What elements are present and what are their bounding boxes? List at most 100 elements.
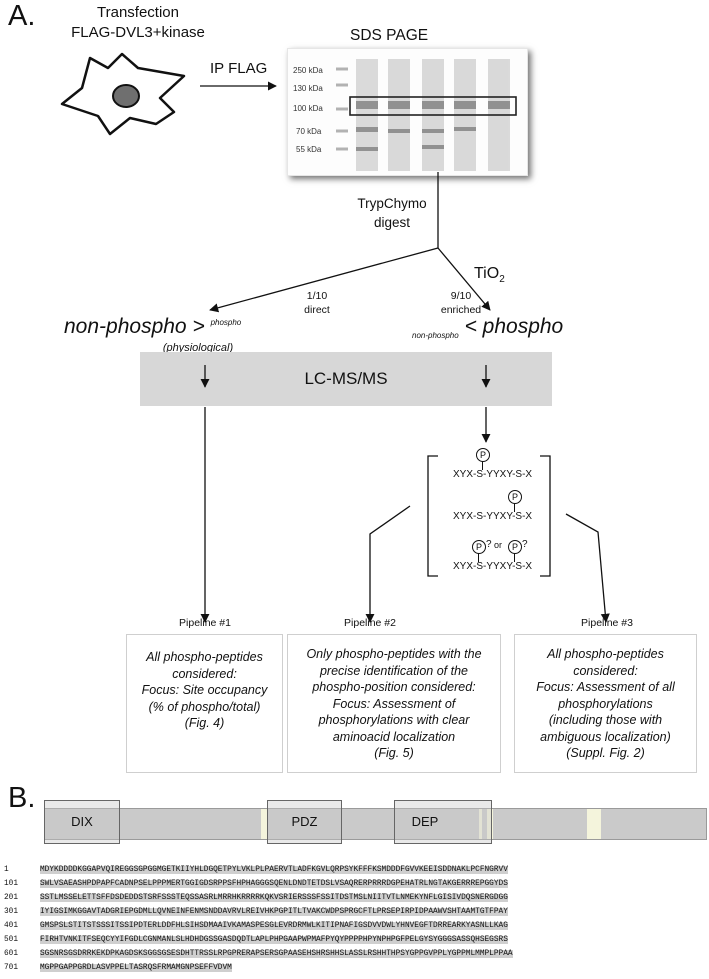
phospho-marker: P <box>508 490 522 504</box>
sequence-row-residues: FIRHTVNKITFSEQCYYIFGDLCGNMANLSLHDHDGSSGA… <box>40 936 508 944</box>
sequence-row-number: 1 <box>4 866 9 874</box>
ambiguous-question: ? <box>522 539 528 550</box>
peptide-sequence: XYX-S-YYXY-S-X <box>453 511 533 522</box>
marker-70: 70 kDa <box>296 127 322 136</box>
sequence-row-number: 701 <box>4 964 19 972</box>
phospho-marker: P <box>476 448 490 462</box>
digest-line-2: digest <box>373 215 411 230</box>
ambiguous-question: ? <box>486 539 492 550</box>
physiological-note: (physiological) <box>162 342 234 354</box>
enriched-fraction-label: enriched <box>440 304 482 316</box>
pipeline-3-line: considered: <box>573 663 638 678</box>
pipeline-3-line: All phospho-peptides <box>547 647 664 661</box>
phospho-p-label: P <box>475 542 482 552</box>
tio2-label: TiO2 <box>474 265 505 285</box>
phospho-cluster-highlight <box>587 809 601 839</box>
pipeline-3-title: Pipeline #3 <box>581 617 633 629</box>
pipeline-1-line: (Fig. 4) <box>184 716 225 730</box>
pipeline-1-line: All phospho-peptides <box>146 650 263 664</box>
phospho-stem <box>478 553 479 562</box>
digest-label: TrypChymo digest <box>345 194 439 232</box>
cell-icon <box>60 52 186 136</box>
pipeline-3-line: ambiguous localization) <box>540 729 671 744</box>
pipeline-2-line: phospho-position considered: <box>312 680 476 694</box>
ambiguous-or: or <box>494 540 503 550</box>
panel-b-label: B. <box>8 782 36 814</box>
gel-lanes <box>336 59 517 171</box>
sequence-row-residues: IYIGSIMKGGAVTADGRIEPGDMLLQVNEINFENMSNDDA… <box>40 908 508 916</box>
pipeline-2-line: phosphorylations with clear <box>318 713 470 727</box>
pipeline-2-line: precise identification of the <box>319 663 468 678</box>
non-phospho-dominant: non-phospho > phospho <box>64 315 241 339</box>
sequence-row-residues: GMSPSLSTITSTSSSITSSIPDTERLDDFHLSIHSDMAAI… <box>40 922 508 930</box>
phospho-small: phospho <box>210 318 242 327</box>
dep-domain-label: DEP <box>411 814 439 829</box>
marker-130: 130 kDa <box>293 84 323 93</box>
phospho-stem <box>482 461 483 470</box>
dep-domain: DEP <box>394 800 492 844</box>
nucleus-icon <box>112 84 140 108</box>
phospho-marker: P <box>508 540 522 554</box>
pipeline-2-line: aminoacid localization <box>332 729 456 744</box>
sequence-row-number: 401 <box>4 922 19 930</box>
sequence-row-residues: MDYKDDDDKGGAPVQIREGGSGPGGMGETKIIYHLDGQET… <box>40 866 508 874</box>
enriched-fraction-value: 9/10 <box>450 290 472 302</box>
pipeline-2-line: Focus: Assessment of <box>332 696 456 711</box>
phospho-big: < phospho <box>464 315 564 338</box>
sequence-row-number: 601 <box>4 950 19 958</box>
panel-a-label: A. <box>8 0 36 32</box>
pipeline-1-line: Focus: Site occupancy <box>141 683 268 697</box>
pipeline-2-line: Only phospho-peptides with the <box>306 647 482 661</box>
sequence-row-number: 201 <box>4 894 19 902</box>
peptide-sequence: XYX-S-YYXY-S-X <box>453 469 533 480</box>
transfection-construct: FLAG-DVL3+kinase <box>71 24 205 41</box>
sequence-row-residues: SSTLMSSELETTSFFDSDEDDSTSRFSSSTEQSSASRLMR… <box>40 894 508 902</box>
phospho-cluster-highlight <box>487 809 493 839</box>
pdz-domain-label: PDZ <box>291 814 318 829</box>
sequence-row-number: 101 <box>4 880 19 888</box>
pipeline-3-line: (Suppl. Fig. 2) <box>566 746 645 760</box>
phospho-p-label: P <box>511 492 518 502</box>
ip-flag-label: IP FLAG <box>210 60 268 77</box>
sds-page-gel <box>287 48 528 176</box>
pipeline-1-box: All phospho-peptides considered: Focus: … <box>126 634 283 773</box>
marker-55: 55 kDa <box>296 145 322 154</box>
transfection-title: Transfection <box>97 4 179 21</box>
dvl3-protein-bar <box>44 808 707 840</box>
phospho-marker: P <box>472 540 486 554</box>
enriched-fraction: 9/10 enriched <box>436 289 486 317</box>
phospho-stem <box>514 553 515 562</box>
pipeline-3-box: All phospho-peptides considered: Focus: … <box>514 634 697 773</box>
non-phospho-big: non-phospho > <box>64 315 205 338</box>
pipeline-2-title: Pipeline #2 <box>344 617 396 629</box>
pipeline-2-box: Only phospho-peptides with the precise i… <box>287 634 501 773</box>
digest-line-1: TrypChymo <box>357 196 427 211</box>
pipeline-1-line: (% of phospho/total) <box>148 699 261 714</box>
peptide-example-2: P XYX-S-YYXY-S-X <box>450 490 540 526</box>
phospho-p-label: P <box>511 542 518 552</box>
dix-domain: DIX <box>44 800 120 844</box>
pipeline-3-line: phosphorylations <box>558 696 653 711</box>
phospho-cluster-highlight <box>479 809 482 839</box>
peptide-example-ambiguous: P ? or P ? XYX-S-YYXY-S-X <box>450 538 550 578</box>
sequence-row-number: 501 <box>4 936 19 944</box>
marker-250: 250 kDa <box>293 66 323 75</box>
direct-fraction-label: direct <box>304 304 330 316</box>
sequence-row-number: 301 <box>4 908 19 916</box>
sequence-row-residues: SWLVSAEASHPDPAPFCADNPSELPPPMERTGGIGDSRPP… <box>40 880 508 888</box>
pdz-domain: PDZ <box>267 800 342 844</box>
dvl3-band-box <box>349 96 517 116</box>
peptide-sequence: XYX-S-YYXY-S-X <box>453 561 533 572</box>
sequence-row-residues: MGPPGAPPGRDLASVPPELTASRQSFRMAMGNPSEFFVDV… <box>40 964 232 972</box>
pipeline-3-line: Focus: Assessment of all <box>536 680 675 694</box>
non-phospho-small: non-phospho <box>412 331 459 341</box>
pipeline-2-line: (Fig. 5) <box>374 746 414 760</box>
direct-fraction: 1/10 direct <box>297 289 337 317</box>
phospho-stem <box>514 503 515 512</box>
dix-domain-label: DIX <box>71 814 93 829</box>
phospho-p-label: P <box>479 450 486 460</box>
direct-fraction-value: 1/10 <box>306 290 328 302</box>
phospho-cluster-highlight <box>261 809 267 839</box>
pipeline-1-title: Pipeline #1 <box>179 617 231 629</box>
